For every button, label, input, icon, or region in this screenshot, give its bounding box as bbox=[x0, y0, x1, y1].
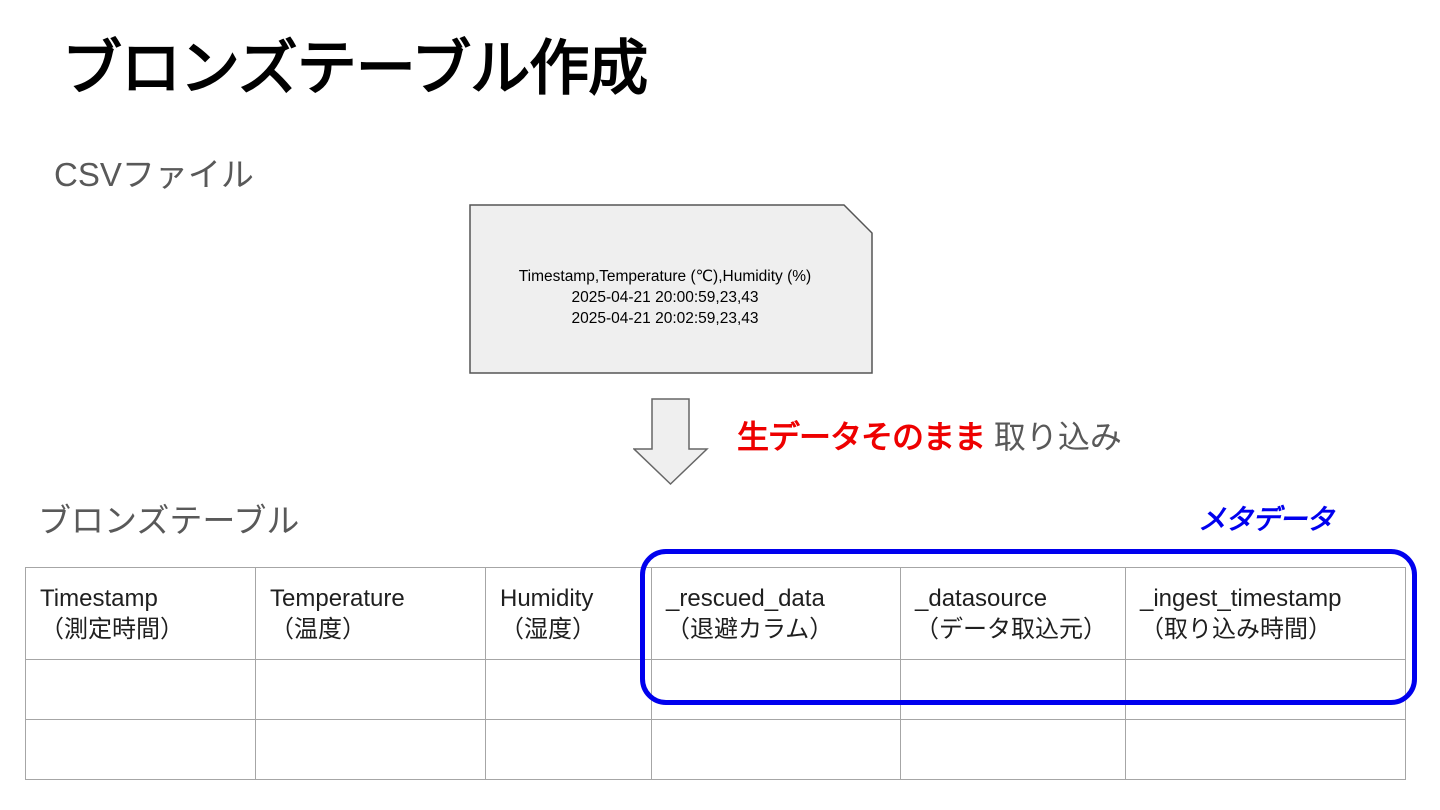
bronze-section-label: ブロンズテーブル bbox=[38, 502, 300, 539]
table-cell bbox=[1125, 719, 1406, 780]
ingest-caption: 生データそのまま 取り込み bbox=[737, 412, 1122, 458]
table-cell bbox=[900, 719, 1126, 780]
metadata-highlight-box bbox=[640, 549, 1417, 705]
raw-data-emphasis: 生データそのまま bbox=[737, 419, 986, 455]
table-cell bbox=[485, 719, 652, 780]
table-cell bbox=[651, 719, 901, 780]
table-header-cell: Humidity （湿度） bbox=[485, 567, 652, 660]
column-description: （データ取込元） bbox=[915, 616, 1107, 643]
column-description: （取り込み時間） bbox=[1140, 616, 1332, 643]
table-header-cell: _ingest_timestamp （取り込み時間） bbox=[1125, 567, 1406, 660]
column-description: （測定時間） bbox=[40, 616, 184, 643]
ingest-text: 取り込み bbox=[985, 419, 1122, 455]
column-description: （退避カラム） bbox=[666, 616, 834, 643]
column-name: _ingest_timestamp bbox=[1140, 585, 1342, 612]
table-cell bbox=[900, 659, 1126, 720]
down-arrow-icon bbox=[633, 398, 709, 486]
metadata-label: メタデータ bbox=[1198, 504, 1334, 535]
table-cell bbox=[255, 659, 486, 720]
csv-data-line: 2025-04-21 20:02:59,23,43 bbox=[571, 310, 759, 327]
column-description: （湿度） bbox=[500, 616, 596, 643]
table-row bbox=[25, 719, 1406, 780]
bronze-table: Timestamp （測定時間） Temperature （温度） Humidity… bbox=[25, 567, 1406, 780]
table-header-cell: _rescued_data （退避カラム） bbox=[651, 567, 901, 660]
table-cell bbox=[651, 659, 901, 720]
csv-content: Timestamp,Temperature (℃),Humidity (%) 2… bbox=[469, 266, 861, 329]
column-description: （温度） bbox=[270, 616, 366, 643]
csv-file-shape bbox=[469, 204, 873, 374]
table-row bbox=[25, 659, 1406, 720]
table-cell bbox=[485, 659, 652, 720]
csv-section-label: CSVファイル bbox=[54, 156, 254, 193]
csv-data-line: 2025-04-21 20:00:59,23,43 bbox=[571, 289, 759, 306]
column-name: _rescued_data bbox=[666, 585, 825, 612]
table-header-row: Timestamp （測定時間） Temperature （温度） Humidity… bbox=[25, 567, 1406, 660]
table-cell bbox=[1125, 659, 1406, 720]
column-name: Humidity bbox=[500, 585, 594, 612]
column-name: Timestamp bbox=[40, 585, 158, 612]
table-cell bbox=[25, 719, 256, 780]
page-title: ブロンズテーブル作成 bbox=[62, 35, 648, 102]
table-header-cell: Timestamp （測定時間） bbox=[25, 567, 256, 660]
column-name: Temperature bbox=[270, 585, 405, 612]
csv-header-line: Timestamp,Temperature (℃),Humidity (%) bbox=[518, 268, 812, 285]
table-cell bbox=[25, 659, 256, 720]
column-name: _datasource bbox=[915, 585, 1048, 612]
table-header-cell: Temperature （温度） bbox=[255, 567, 486, 660]
table-cell bbox=[255, 719, 486, 780]
